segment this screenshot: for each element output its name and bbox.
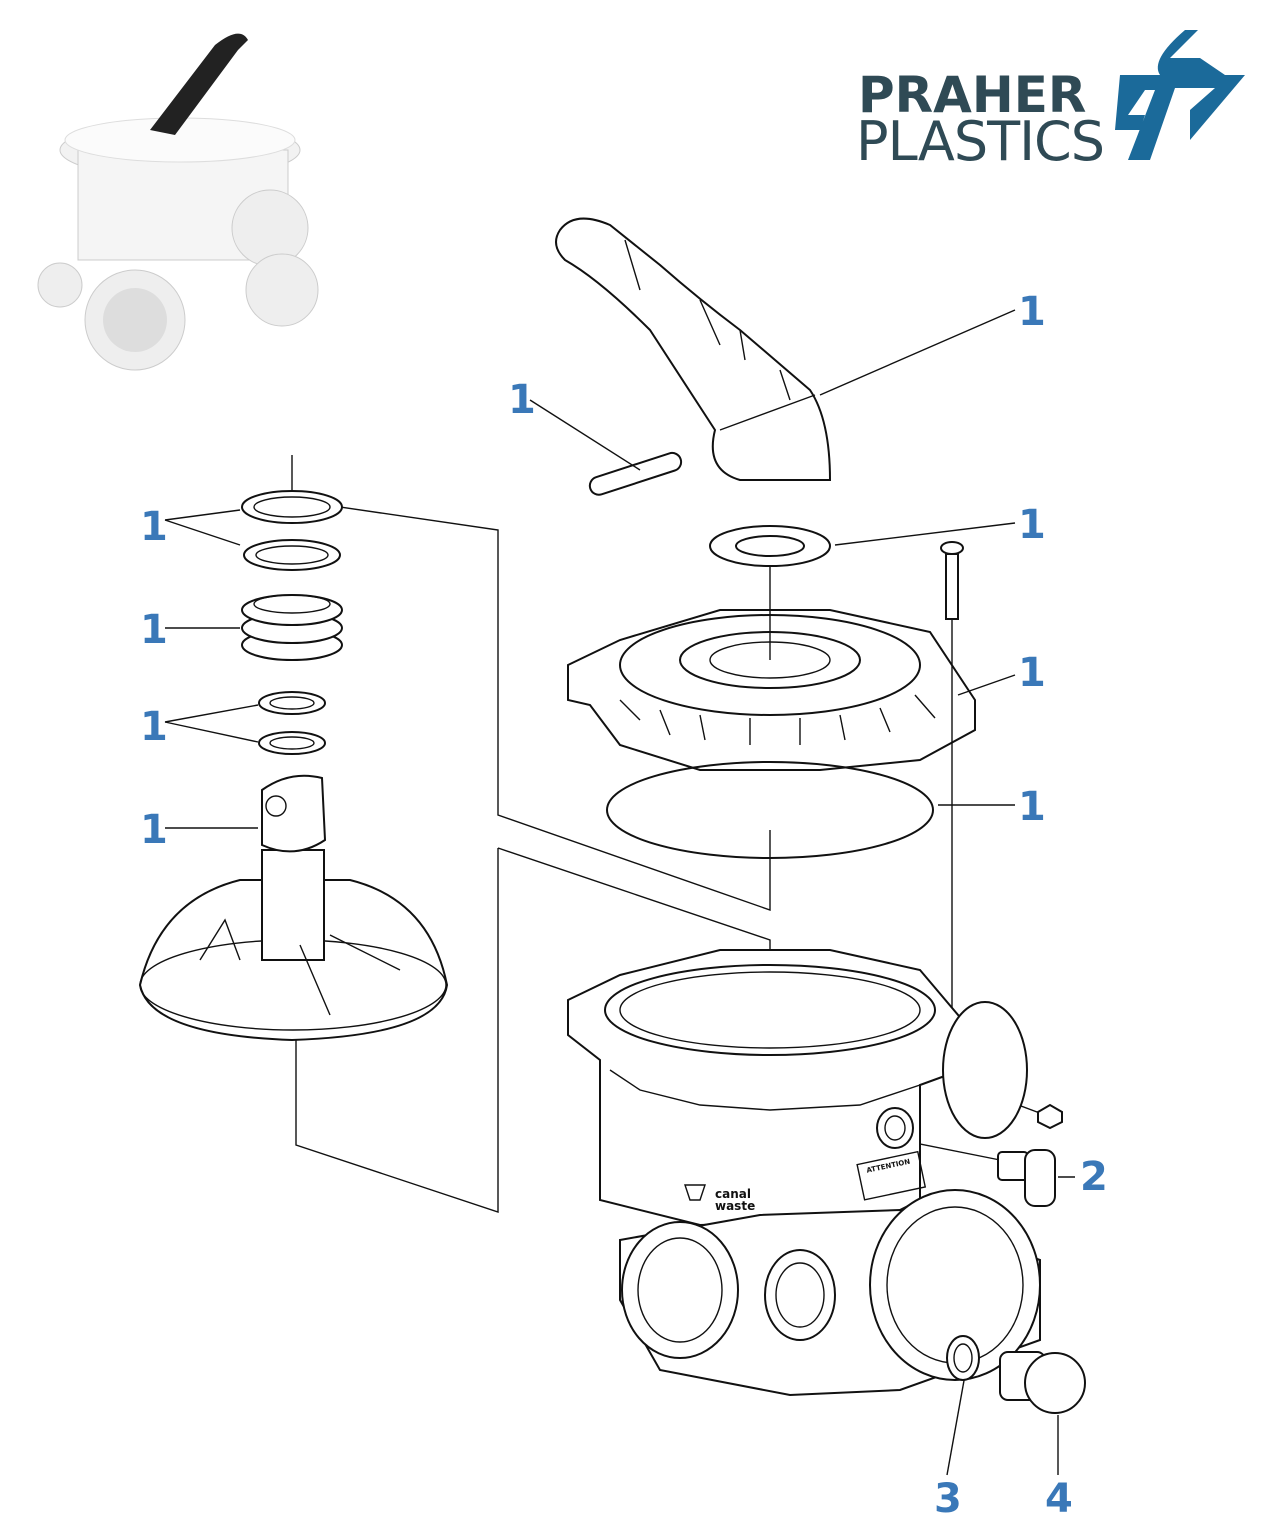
canal-waste-line1: canal	[715, 1187, 751, 1201]
callout-lid: 1	[1018, 650, 1046, 696]
praher-plastics-logo: PRAHER PLASTICS	[856, 30, 1245, 173]
canal-waste-line2: waste	[715, 1199, 755, 1213]
callout-rings-top: 1	[140, 504, 168, 550]
assembly-lines	[164, 309, 1075, 1476]
pin-part	[588, 451, 683, 496]
callout-rotor: 1	[140, 807, 168, 853]
callout-pin: 1	[508, 377, 536, 423]
callout-labels: 1 1 1 1 1 1 1 1 1 2 3 4	[140, 289, 1108, 1522]
drain-plug-part	[999, 1351, 1086, 1414]
callout-washer: 1	[1018, 502, 1046, 548]
drain-icon	[684, 1184, 706, 1201]
callout-drain-oring: 3	[934, 1476, 962, 1522]
callout-small-orings: 1	[140, 704, 168, 750]
handle-part	[555, 217, 832, 496]
callout-drain-plug: 4	[1045, 1476, 1073, 1522]
product-photo	[37, 33, 319, 371]
logo-line2: PLASTICS	[856, 110, 1104, 173]
photo-handle-icon	[150, 33, 248, 135]
callout-sight-glass: 2	[1080, 1154, 1108, 1200]
valve-body-part: canal waste ATTENTION	[567, 949, 1041, 1397]
callout-handle: 1	[1018, 289, 1046, 335]
seal-rings	[241, 490, 343, 755]
canal-waste-marking: canal waste	[684, 1184, 755, 1213]
rotor-part	[138, 774, 449, 1042]
logo-line1: PRAHER	[858, 66, 1086, 124]
drain-oring-part	[946, 1335, 980, 1381]
callout-spring: 1	[140, 607, 168, 653]
sight-glass-part	[997, 1149, 1056, 1207]
screw-part	[940, 541, 964, 620]
callout-lid-oring: 1	[1018, 784, 1046, 830]
spring-part	[241, 594, 343, 661]
nut-part	[1037, 1103, 1063, 1130]
lid-part	[567, 609, 976, 859]
praher-logo-mark-icon	[1115, 30, 1245, 160]
